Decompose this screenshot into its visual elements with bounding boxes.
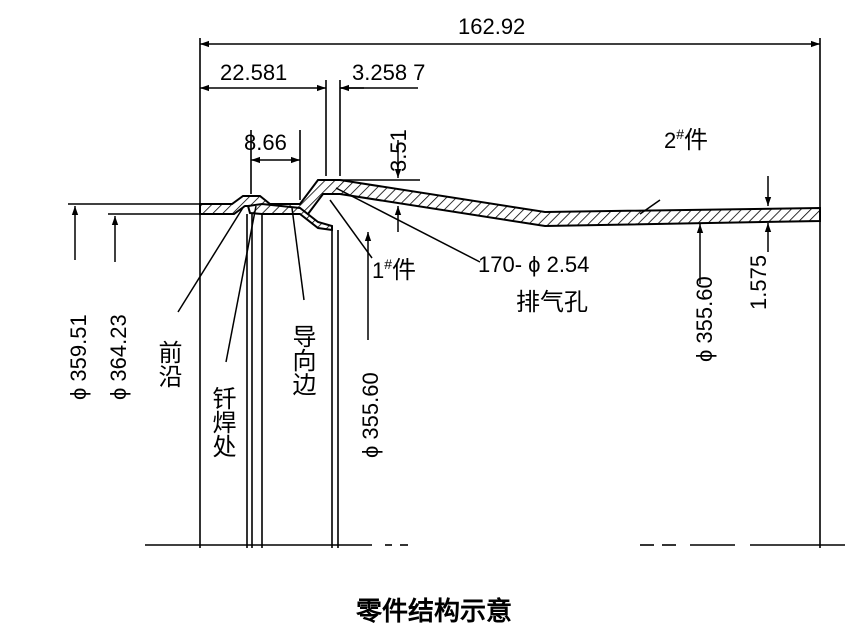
dim-364-text: ϕ 364.23 — [106, 314, 131, 400]
vent-holes-spec: 170- ϕ 2.54 — [478, 252, 589, 277]
part1-mark: # — [384, 256, 392, 272]
part1-suffix: 件 — [392, 256, 416, 284]
dim-351-text: 3.51 — [386, 129, 411, 172]
dim-351 — [340, 140, 420, 232]
brazed-joint-label: 钎焊处 — [208, 386, 236, 458]
part2-label: 2#件 — [664, 126, 708, 154]
dim-1575-text: 1.575 — [746, 255, 771, 310]
dim-inner2-text: ϕ 355.60 — [692, 276, 717, 362]
dim-359-leader — [68, 203, 200, 260]
part1-sheet — [246, 202, 333, 232]
vent-holes-label: 排气孔 — [516, 288, 588, 316]
part2-number: 2 — [664, 128, 676, 153]
part1-number: 1 — [372, 258, 384, 283]
dim-162-text: 162.92 — [458, 14, 525, 39]
dim-inner1-text: ϕ 355.60 — [358, 372, 383, 458]
dim-364-leader — [108, 213, 200, 262]
label-leaders — [177, 187, 661, 363]
part1-label: 1#件 — [372, 256, 416, 284]
dim-359-text: ϕ 359.51 — [66, 314, 91, 400]
part2-suffix: 件 — [684, 126, 708, 154]
dim-22581-text: 22.581 — [220, 60, 287, 85]
part2-mark: # — [676, 126, 684, 142]
guide-edge-label: 导向边 — [288, 324, 316, 396]
figure-caption: 零件结构示意 — [356, 596, 512, 627]
front-edge-label: 前沿 — [154, 340, 182, 388]
extension-lines — [199, 38, 821, 548]
dim-32587-text: 3.258 7 — [352, 60, 425, 85]
dim-866-text: 8.66 — [244, 130, 287, 155]
